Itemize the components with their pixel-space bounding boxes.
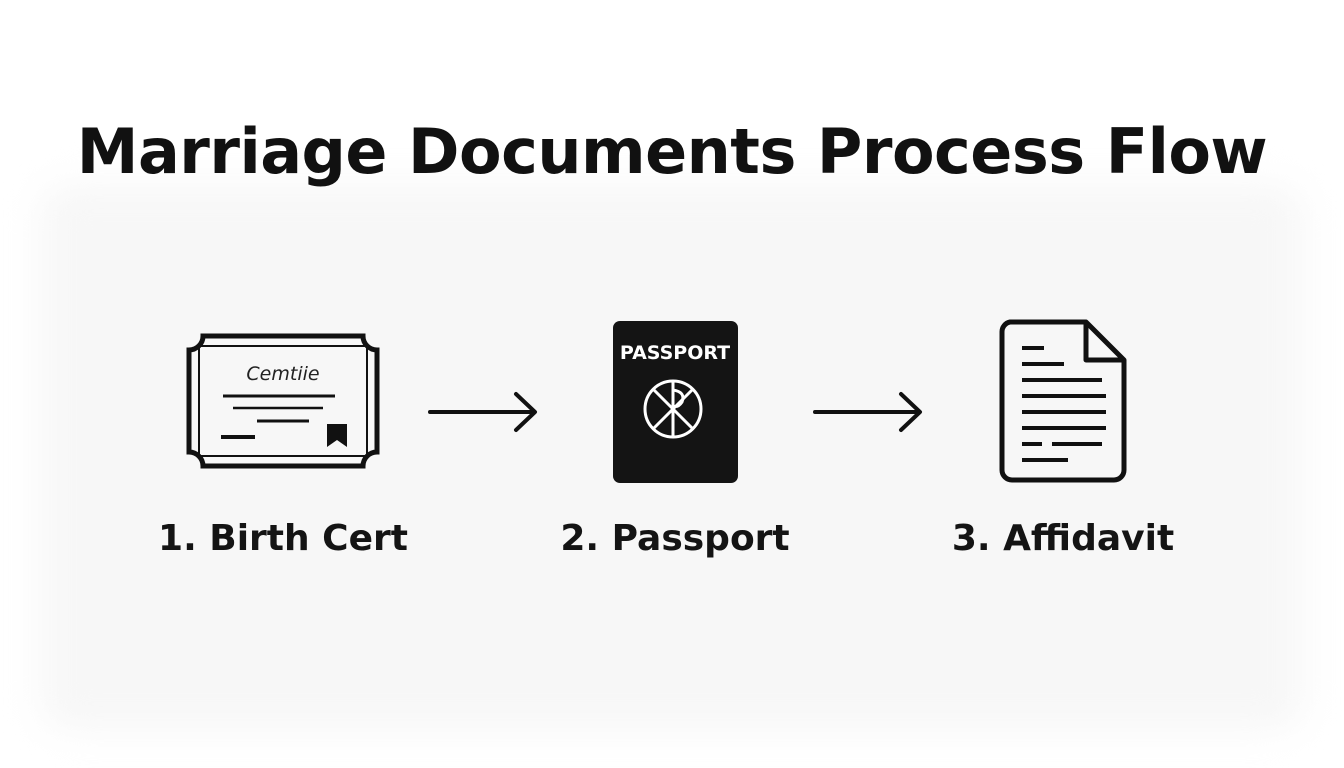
document-icon xyxy=(999,319,1127,483)
certificate-icon: Cemtiie xyxy=(186,333,380,469)
passport-icon: PASSPORT xyxy=(613,321,738,483)
step-label-birth-cert: 1. Birth Cert xyxy=(158,518,408,559)
passport-cover-text: PASSPORT xyxy=(620,342,730,364)
arrow-right-icon xyxy=(428,392,537,432)
certificate-script-text: Cemtiie xyxy=(246,363,319,385)
arrow-right-icon xyxy=(813,392,922,432)
diagram-title: Marriage Documents Process Flow xyxy=(76,114,1268,188)
step-label-passport: 2. Passport xyxy=(560,518,790,559)
step-label-affidavit: 3. Affidavit xyxy=(951,518,1175,559)
